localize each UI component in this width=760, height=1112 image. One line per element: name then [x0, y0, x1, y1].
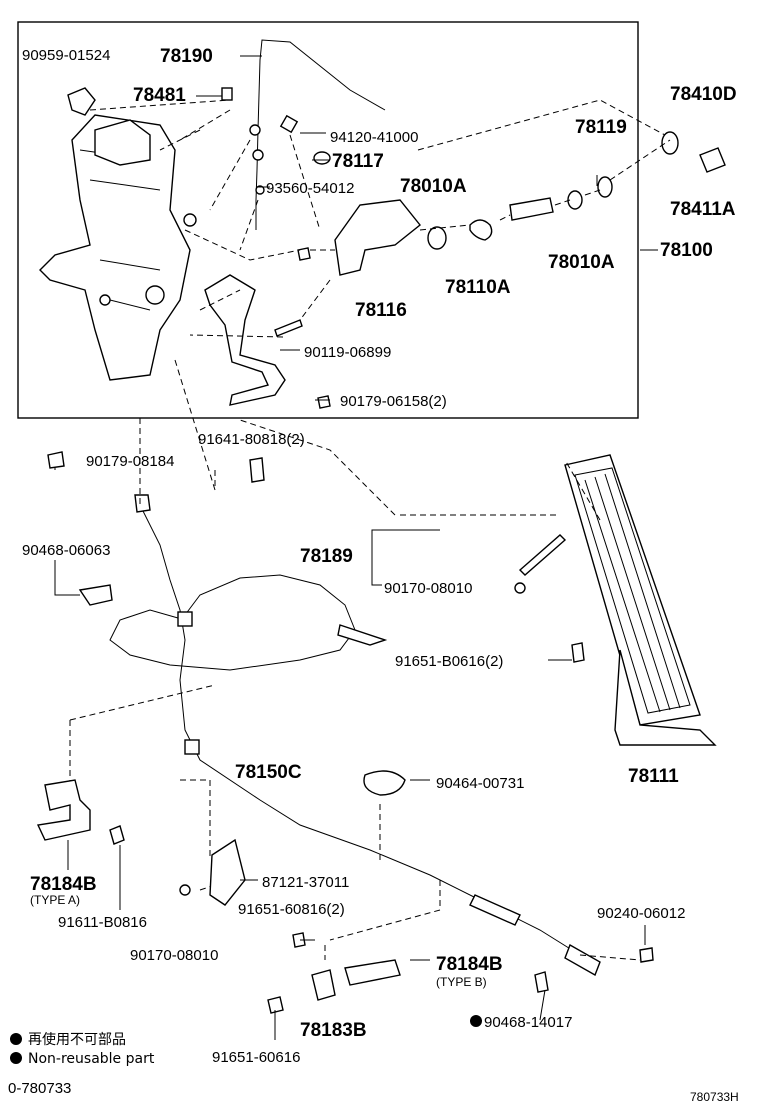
label-90119-06899: 90119-06899	[304, 344, 391, 361]
clip-94120	[279, 114, 299, 134]
pedal-bracket-assembly	[39, 114, 197, 381]
label-90179-06158: 90179-06158(2)	[340, 393, 447, 410]
washer-78119	[597, 176, 613, 198]
label-78111: 78111	[628, 766, 679, 787]
label-90170-08010-a: 90170-08010	[384, 580, 472, 597]
bushing-78010a-2	[567, 190, 583, 210]
label-90468-14017: 90468-14017	[484, 1014, 572, 1031]
cushion-78410d	[661, 131, 679, 155]
clamp-90464	[363, 770, 406, 796]
label-94120-41000: 94120-41000	[330, 129, 418, 146]
bolt-90240	[639, 947, 654, 963]
protector-87121	[209, 838, 246, 906]
label-78150c: 78150C	[235, 762, 302, 783]
accelerator-pedal-78111	[564, 454, 717, 746]
bolt-91641	[249, 457, 265, 483]
grommet-78117	[313, 151, 331, 165]
label-78116: 78116	[355, 300, 407, 321]
bolt-91651-a	[571, 642, 585, 663]
label-78184b-1: 78184B	[30, 874, 97, 895]
clip-90468-b	[534, 971, 549, 993]
nut-93560	[297, 247, 311, 261]
legend-dot-jp	[10, 1033, 22, 1045]
label-91651-b0616: 91651-B0616(2)	[395, 653, 503, 670]
nut-90179-a	[317, 395, 331, 409]
label-90170-08010-b: 90170-08010	[130, 947, 218, 964]
label-78117: 78117	[332, 151, 384, 172]
label-78481: 78481	[133, 85, 186, 106]
subassembly-frame	[17, 21, 639, 419]
clip-90959	[67, 87, 96, 116]
bolt-90119	[274, 319, 303, 337]
stopper-78411a	[699, 147, 726, 173]
label-91651-60616: 91651-60616	[212, 1049, 300, 1066]
label-type-b: (TYPE B)	[436, 975, 487, 989]
nut-90179-b	[47, 451, 65, 469]
label-87121-37011: 87121-37011	[262, 874, 349, 891]
label-78184b-2: 78184B	[436, 954, 503, 975]
label-type-a: (TYPE A)	[30, 893, 80, 907]
label-90240-06012: 90240-06012	[597, 905, 685, 922]
shaft	[509, 197, 554, 221]
lever-78116	[334, 199, 421, 276]
spring-78110a	[469, 219, 493, 241]
clamp-78184b-type-b	[344, 959, 401, 986]
legend-en: Non-reusable part	[28, 1051, 155, 1067]
label-78119: 78119	[575, 117, 627, 138]
label-91611-b0816: 91611-B0816	[58, 914, 147, 931]
label-78010a-1: 78010A	[400, 176, 467, 197]
bushing-78010a	[427, 226, 447, 250]
label-90464-00731: 90464-00731	[436, 775, 524, 792]
label-78110a: 78110A	[445, 277, 511, 298]
bolt-91611	[109, 825, 125, 845]
nut-90170-a	[514, 582, 526, 594]
label-78190: 78190	[160, 46, 213, 67]
bolt-91651-b	[292, 932, 306, 948]
label-78100: 78100	[660, 240, 713, 261]
footer-left: 0-780733	[8, 1080, 71, 1097]
legend-dot-en	[10, 1052, 22, 1064]
clip-90468-a	[78, 584, 113, 606]
nut-90170-b	[179, 884, 191, 896]
label-78411a: 78411A	[670, 199, 736, 220]
label-90468-06063: 90468-06063	[22, 542, 110, 559]
label-78189: 78189	[300, 546, 353, 567]
clip-78481	[221, 87, 233, 101]
label-78010a-2: 78010A	[548, 252, 615, 273]
clamp-78184b-type-a	[36, 779, 91, 841]
pedal-lever-arm	[204, 274, 286, 406]
label-91651-60816: 91651-60816(2)	[238, 901, 345, 918]
bolt-91651-c	[267, 996, 284, 1014]
label-91641-80818: 91641-80818(2)	[198, 431, 305, 448]
label-93560-54012: 93560-54012	[266, 180, 354, 197]
label-90179-08184: 90179-08184	[86, 453, 174, 470]
legend-jp: 再使用不可部品	[28, 1031, 126, 1048]
cable-78190-lower	[255, 59, 261, 230]
bolt-78189	[518, 534, 567, 576]
label-78183b: 78183B	[300, 1020, 367, 1041]
bracket-78183b	[311, 969, 336, 1001]
cable-78190	[259, 39, 386, 111]
non-reusable-dot-90468	[470, 1015, 482, 1027]
label-78410d: 78410D	[670, 84, 737, 105]
footer-right: 780733H	[690, 1090, 739, 1104]
label-90959-01524: 90959-01524	[22, 47, 110, 64]
